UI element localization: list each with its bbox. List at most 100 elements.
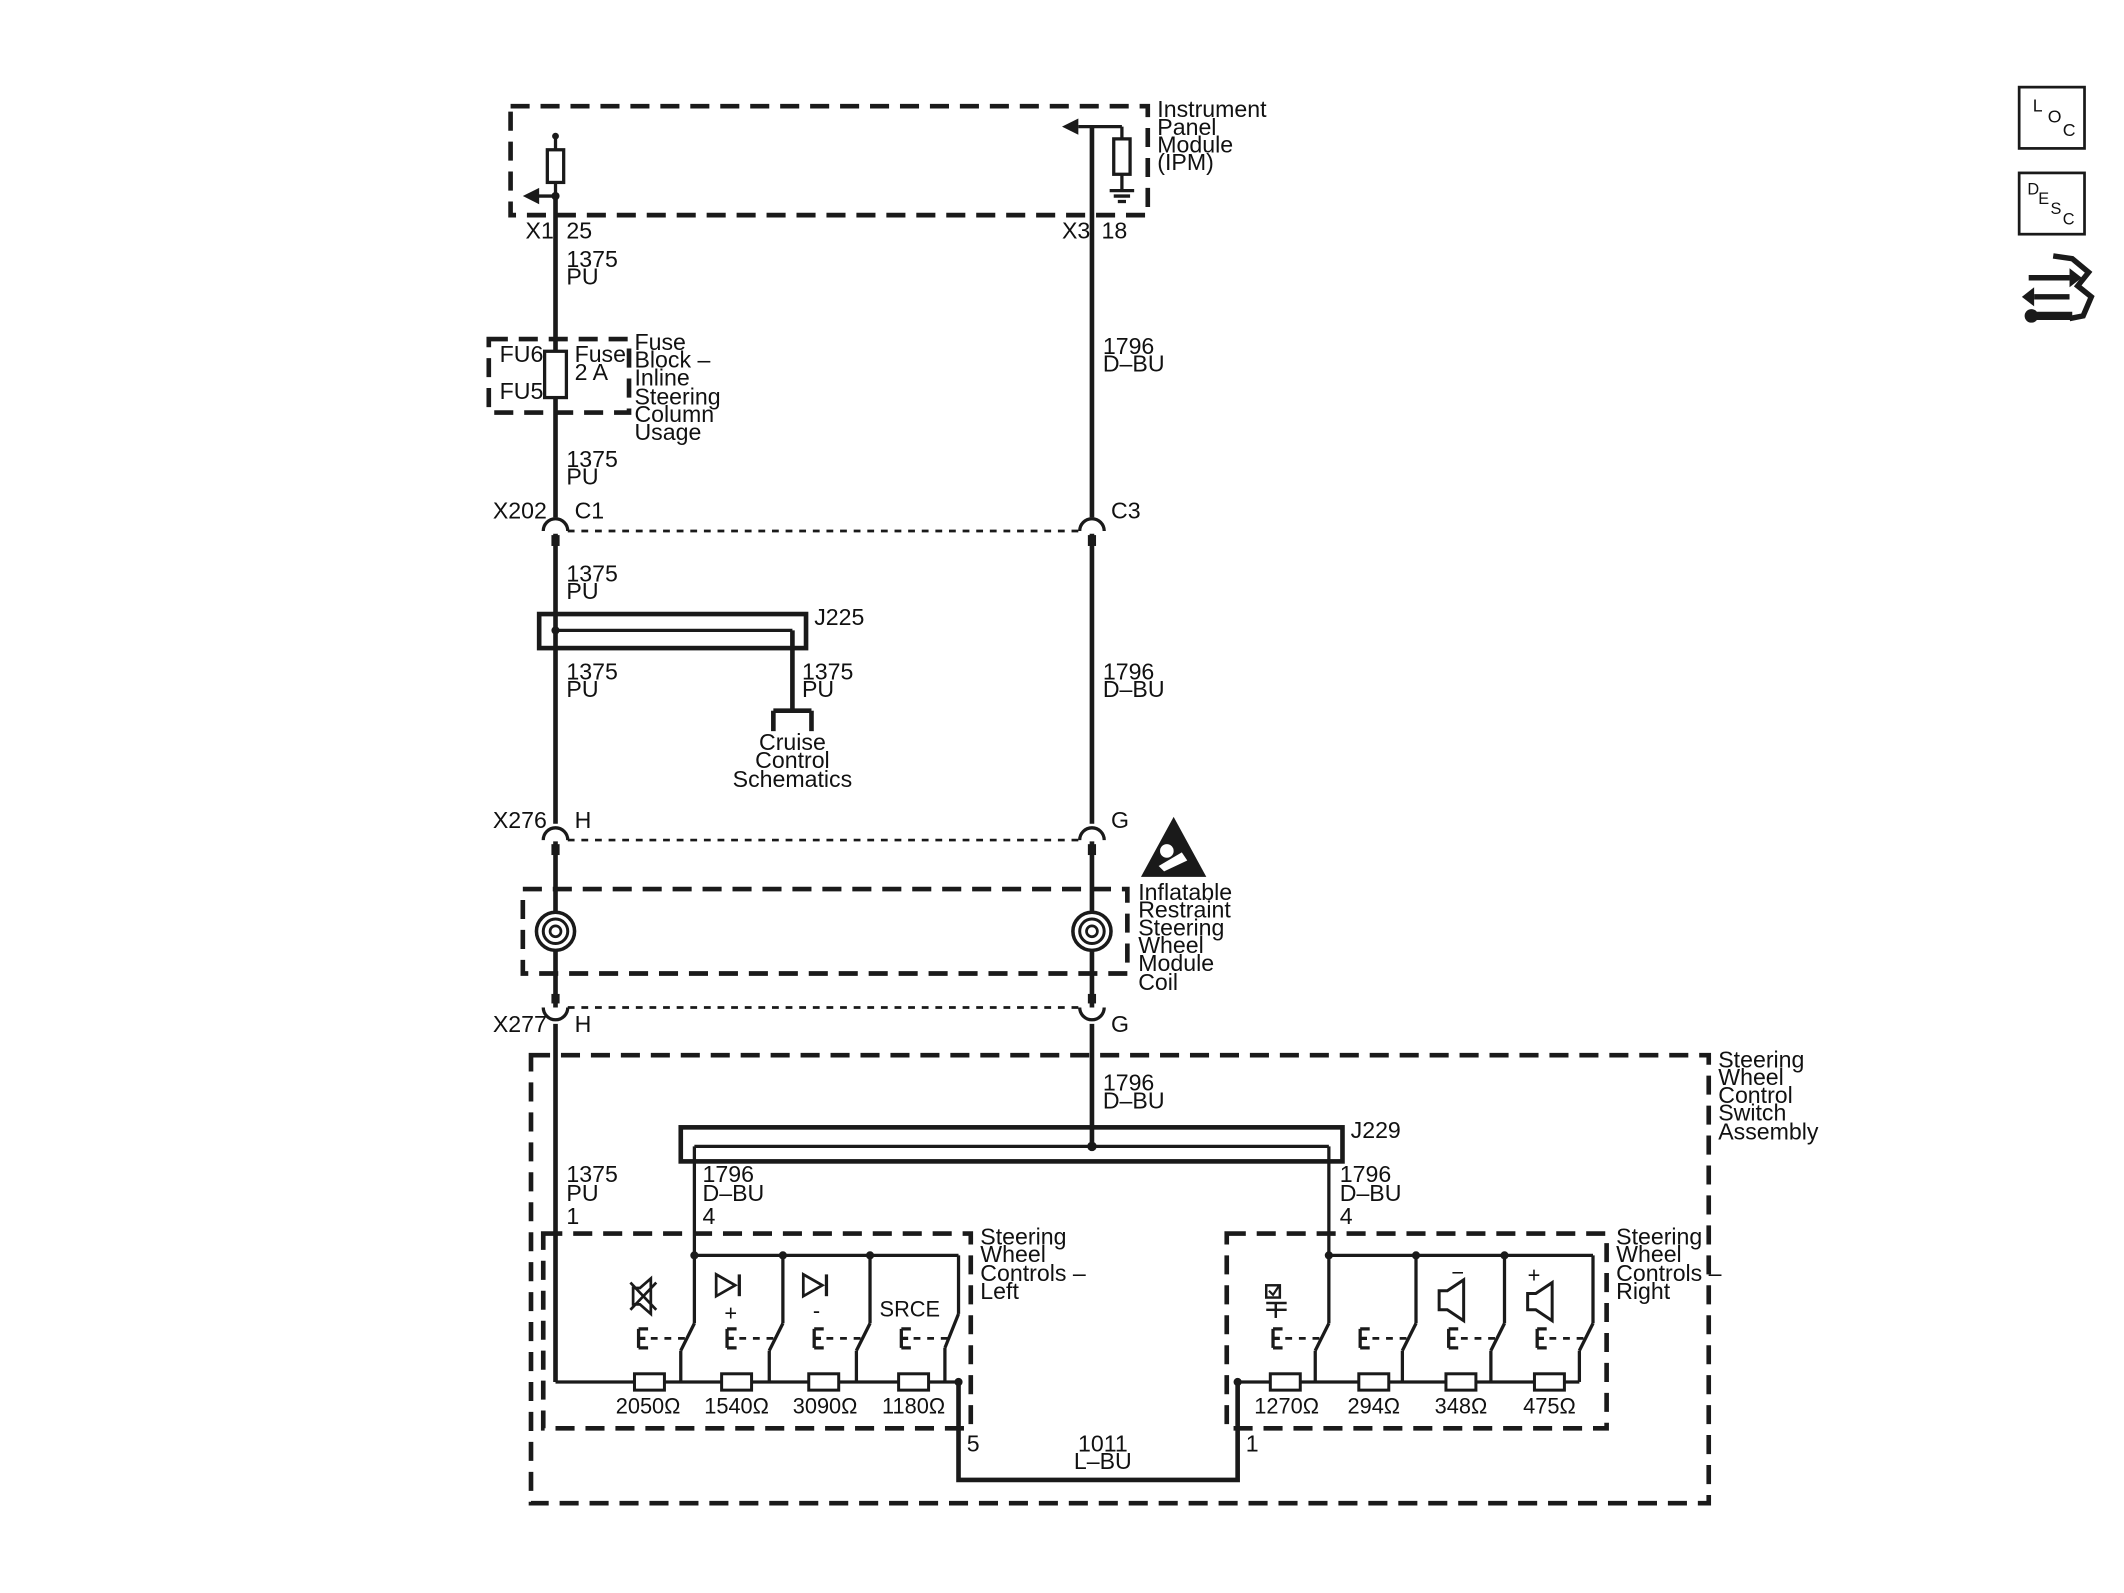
switch-assembly-label-line: Assembly bbox=[1718, 1119, 1819, 1145]
fuse-block-inline: FU6 FU5 Fuse 2 A Fuse Block – Inline Ste… bbox=[486, 329, 721, 445]
volume-plus-sign: + bbox=[1528, 1263, 1541, 1288]
connector-x277-pin-h: H bbox=[575, 1011, 592, 1037]
wire-1011-lbu: 5 1 1011 L–BU bbox=[956, 1381, 1259, 1483]
source-icon: SRCE bbox=[880, 1297, 940, 1322]
nav-loc-letter: O bbox=[2048, 107, 2062, 127]
nav-loc-button[interactable]: L O C bbox=[2017, 85, 2086, 150]
coil-label-line: Coil bbox=[1138, 969, 1178, 995]
ipm-fuse-resistor-left bbox=[545, 148, 566, 185]
cruise-ref-line: Schematics bbox=[733, 766, 853, 792]
wire-circuit-label: 1375 bbox=[566, 1161, 617, 1187]
arrow-left-icon bbox=[522, 187, 540, 205]
resistor-3090 bbox=[807, 1372, 841, 1392]
wire-circuit-label: 1375 bbox=[566, 658, 617, 684]
ipm-label-line: Panel bbox=[1157, 114, 1216, 140]
wire-circuit-label: 1375 bbox=[566, 560, 617, 586]
resistor-1270 bbox=[1268, 1372, 1302, 1392]
fuse-rating-line: Fuse bbox=[575, 341, 626, 367]
connector-x276-pin-g: G bbox=[1111, 807, 1129, 833]
nav-desc-letter: S bbox=[2050, 200, 2061, 218]
left-controls-label-line: Left bbox=[980, 1278, 1019, 1304]
right-pin-4: 4 bbox=[1340, 1203, 1353, 1229]
ipm-pin-25: 25 bbox=[566, 217, 592, 243]
coil-label-line: Inflatable bbox=[1138, 879, 1232, 905]
resistor-475 bbox=[1532, 1372, 1566, 1392]
wire-color-label: PU bbox=[566, 264, 598, 290]
fuse-block-label-line: Usage bbox=[634, 419, 701, 445]
right-controls-label-line: Wheel bbox=[1616, 1241, 1682, 1267]
volume-minus-sign: − bbox=[1451, 1260, 1464, 1285]
wire-circuit-label: 1375 bbox=[566, 446, 617, 472]
seek-down-icon bbox=[801, 1272, 829, 1299]
coil-boundary bbox=[520, 886, 1130, 976]
connector-x277: X277 H G bbox=[493, 993, 1129, 1037]
ipm-label-line: Module bbox=[1157, 131, 1233, 157]
wrench-arrows-icon[interactable] bbox=[2021, 253, 2095, 323]
wire-color-label: D–BU bbox=[1103, 1087, 1165, 1113]
connector-x202-label: X202 bbox=[493, 498, 547, 524]
coil-label-line: Restraint bbox=[1138, 897, 1231, 923]
wire-circuit-label: 1796 bbox=[1103, 1070, 1154, 1096]
wire-color-label: L–BU bbox=[1074, 1448, 1132, 1474]
nav-loc-letter: C bbox=[2063, 120, 2076, 140]
clockspring-coil: Inflatable Restraint Steering Wheel Modu… bbox=[520, 879, 1232, 995]
wire-circuit-label: 1011 bbox=[1078, 1430, 1128, 1456]
steering-wheel-controls-left: Steering Wheel Controls – Left 2050Ω bbox=[540, 1223, 1086, 1431]
fuse-block-label-line: Steering bbox=[634, 383, 720, 409]
splice-j225: J225 1375 PU Cruise Control Schematics bbox=[536, 604, 864, 792]
switch-assembly-label-line: Switch bbox=[1718, 1100, 1786, 1126]
wire-circuit-label: 1375 bbox=[802, 658, 853, 684]
ipm-pin-18: 18 bbox=[1101, 217, 1127, 243]
ipm-label-line: (IPM) bbox=[1157, 149, 1214, 175]
airbag-warning-icon bbox=[1140, 816, 1207, 877]
wire-circuit-label: 1796 bbox=[1340, 1161, 1391, 1187]
fuse-block-boundary bbox=[486, 336, 632, 415]
splice-j229: J229 bbox=[678, 1117, 1401, 1256]
fuse-block-label-line: Column bbox=[634, 401, 714, 427]
left-pin-1: 1 bbox=[566, 1203, 579, 1229]
switch-assembly: Steering Wheel Control Switch Assembly bbox=[528, 1046, 1819, 1506]
nav-desc-letter: E bbox=[2038, 190, 2049, 208]
wire-circuit-label: 1796 bbox=[1103, 333, 1154, 359]
connector-x277-pin-g: G bbox=[1111, 1011, 1129, 1037]
cruise-ref-line: Control bbox=[755, 747, 830, 773]
ipm-connector-x3: X3 bbox=[1062, 217, 1090, 243]
ipm-boundary bbox=[508, 103, 1151, 218]
ipm-pullup-resistor bbox=[1112, 137, 1132, 176]
resistor-value: 348Ω bbox=[1435, 1393, 1488, 1418]
connector-x276-pin-h: H bbox=[575, 807, 592, 833]
wire-color-label: PU bbox=[802, 676, 834, 702]
ipm-connector-x1: X1 bbox=[526, 217, 554, 243]
switch-source: SRCE 1180Ω bbox=[880, 1297, 961, 1418]
resistor-value: 2050Ω bbox=[616, 1393, 681, 1418]
steering-wheel-controls-right: Steering Wheel Controls – Right bbox=[1224, 1223, 1722, 1431]
wire-color-label: D–BU bbox=[1340, 1180, 1402, 1206]
switch-blank: 294Ω bbox=[1347, 1322, 1418, 1418]
ground-icon bbox=[1109, 188, 1135, 204]
resistor-value: 294Ω bbox=[1347, 1393, 1400, 1418]
switch-assembly-boundary bbox=[528, 1052, 1712, 1506]
right-controls-boundary bbox=[1224, 1231, 1609, 1431]
resistor-2050 bbox=[632, 1372, 666, 1392]
wire-circuit-label: 1375 bbox=[566, 246, 617, 272]
resistor-value: 1540Ω bbox=[704, 1393, 769, 1418]
wire-circuit-label: 1796 bbox=[1103, 658, 1154, 684]
fuse-fu5: FU5 bbox=[500, 378, 544, 404]
right-controls-label-line: Controls – bbox=[1616, 1260, 1722, 1286]
left-pin-5: 5 bbox=[967, 1430, 980, 1456]
wire-color-label: PU bbox=[566, 464, 598, 490]
seek-plus-sign: + bbox=[724, 1301, 737, 1326]
switch-preset: 1270Ω bbox=[1254, 1284, 1331, 1418]
preset-icon bbox=[1265, 1284, 1287, 1318]
resistor-value: 3090Ω bbox=[793, 1393, 858, 1418]
wire-color-label: D–BU bbox=[1103, 351, 1165, 377]
fuse-icon bbox=[542, 349, 569, 400]
volume-up-icon bbox=[1526, 1279, 1554, 1324]
coil-label-line: Wheel bbox=[1138, 932, 1204, 958]
resistor-294 bbox=[1357, 1372, 1391, 1392]
nav-desc-button[interactable]: D E S C bbox=[2017, 171, 2086, 236]
resistor-348 bbox=[1444, 1372, 1478, 1392]
left-controls-label-line: Wheel bbox=[980, 1241, 1046, 1267]
seek-up-icon bbox=[714, 1272, 741, 1299]
